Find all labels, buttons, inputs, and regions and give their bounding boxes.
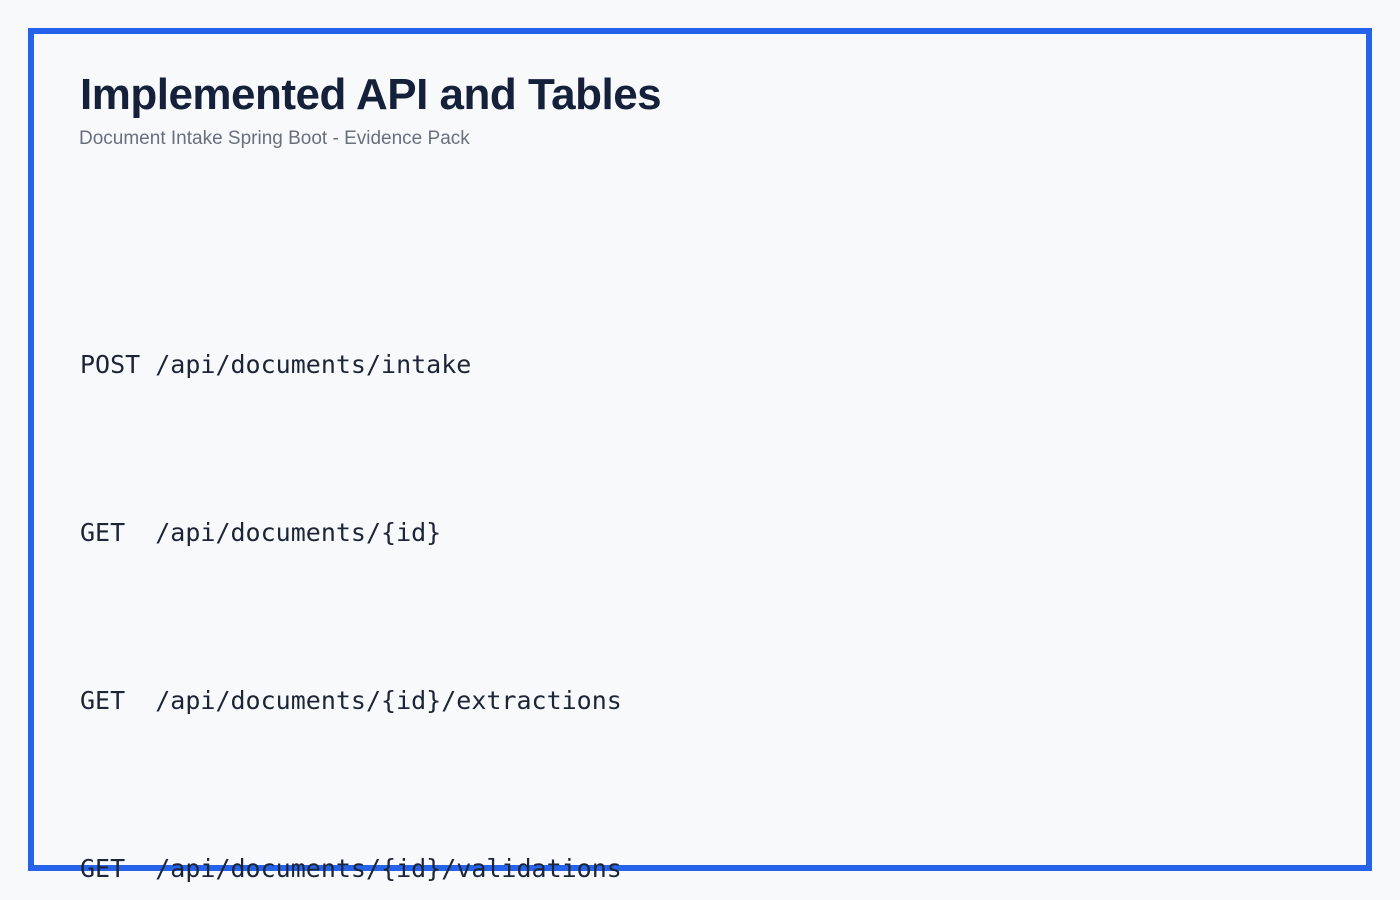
endpoint-path: /api/documents/intake [155,350,472,379]
http-method: GET [80,854,126,883]
slide-frame [28,28,1372,871]
http-method: GET [80,518,126,547]
endpoint-line: GET/api/documents/{id}/validations [80,848,1359,890]
endpoint-line: GET/api/documents/{id}/extractions [80,680,1359,722]
endpoint-line: GET/api/documents/{id} [80,512,1359,554]
endpoint-path: /api/documents/{id}/extractions [155,686,622,715]
endpoint-list: POST/api/documents/intake GET/api/docume… [80,176,1359,900]
http-method: GET [80,686,126,715]
endpoint-path: /api/documents/{id} [155,518,442,547]
endpoint-path: /api/documents/{id}/validations [155,854,622,883]
http-method: POST [80,350,141,379]
page-title: Implemented API and Tables [80,70,662,119]
endpoint-line: POST/api/documents/intake [80,344,1359,386]
page-subtitle: Document Intake Spring Boot - Evidence P… [79,128,470,149]
